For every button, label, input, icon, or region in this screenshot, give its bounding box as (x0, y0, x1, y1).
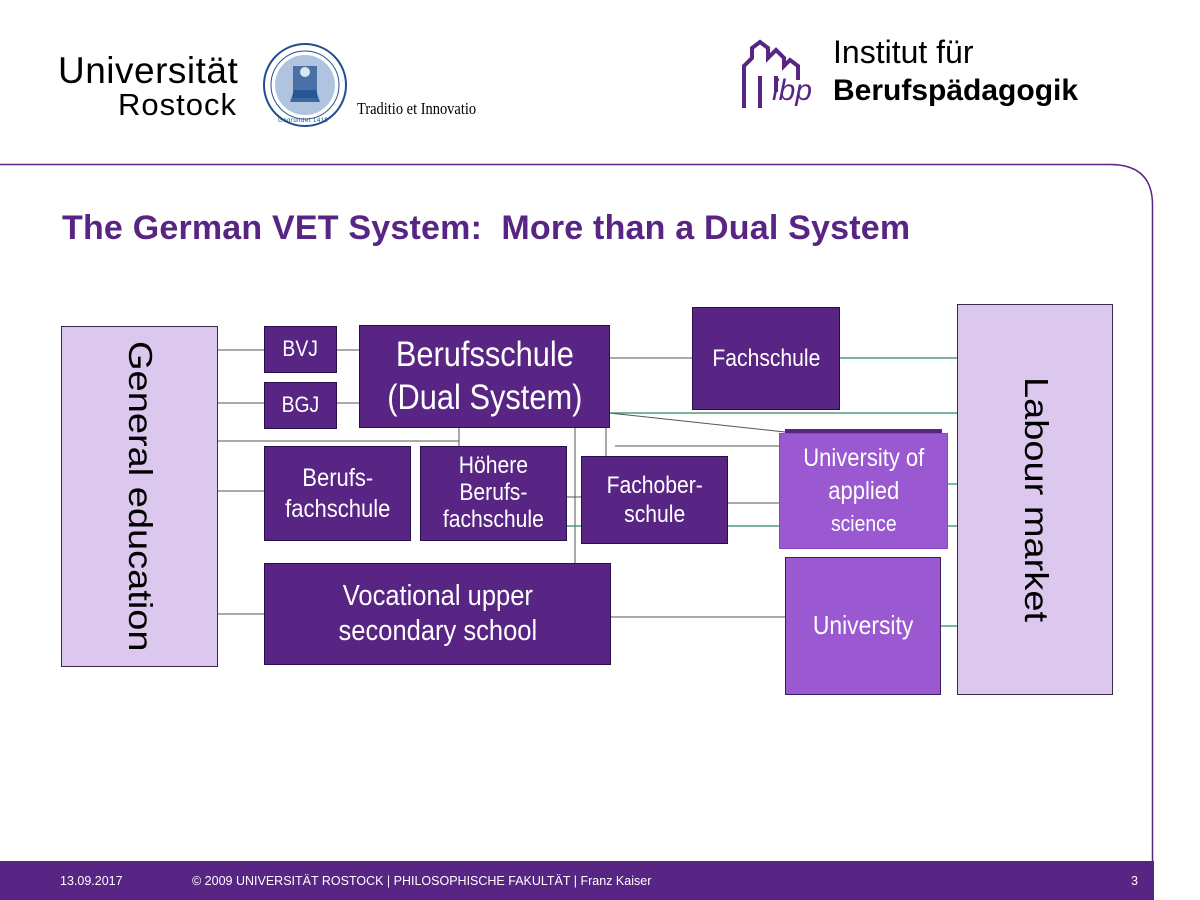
vocational-line1: Vocational upper (342, 579, 533, 612)
university-name-line1: Universität (58, 50, 239, 91)
footer-page-number: 3 (1131, 874, 1138, 888)
hoehere-berufsfachschule-label: Höhere Berufs- fachschule (443, 452, 544, 534)
berufsschule-line2: (Dual System) (386, 377, 583, 417)
university-applied-science-label: University of applied science (803, 442, 924, 540)
berufsschule-label: Berufsschule (Dual System) (387, 334, 582, 419)
uas-line1: University of (802, 444, 925, 473)
fachoberschule-line2: schule (623, 501, 686, 528)
bgj-label: BGJ (281, 392, 320, 418)
university-box: University (785, 557, 941, 695)
general-education-label: General education (121, 341, 159, 652)
university-applied-science-box: University of applied science (779, 433, 948, 549)
university-seal-icon (262, 42, 348, 128)
berufsfachschule-line1: Berufs- (302, 464, 373, 492)
general-education-box: General education (61, 326, 218, 667)
ibp-logo-icon (738, 36, 816, 114)
hoehere-line2: Berufs- (459, 479, 528, 507)
university-motto: Traditio et Innovatio (357, 99, 477, 118)
berufsfachschule-box: Berufs- fachschule (264, 446, 411, 541)
university-logo: Universität Rostock (58, 52, 238, 121)
slide-footer: 13.09.2017 © 2009 UNIVERSITÄT ROSTOCK | … (0, 861, 1154, 900)
berufsschule-box: Berufsschule (Dual System) (359, 325, 610, 428)
berufsschule-line1: Berufsschule (395, 334, 574, 374)
slide-title: The German VET System: More than a Dual … (62, 209, 911, 247)
university-label: University (812, 610, 914, 641)
berufsfachschule-line2: fachschule (284, 494, 391, 523)
uas-line3: science (830, 511, 897, 537)
seal-founding-text: Gegründet 1419 (278, 118, 329, 124)
fachoberschule-label: Fachober- schule (606, 471, 702, 530)
ibp-abbreviation: ibp (772, 74, 813, 107)
fachoberschule-box: Fachober- schule (581, 456, 728, 544)
university-name-line2: Rostock (118, 87, 237, 122)
berufsfachschule-label: Berufs- fachschule (285, 463, 390, 524)
footer-date: 13.09.2017 (60, 874, 123, 888)
footer-copyright: © 2009 UNIVERSITÄT ROSTOCK | PHILOSOPHIS… (192, 874, 652, 888)
bvj-box: BVJ (264, 326, 337, 373)
institute-name-line2: Berufspädagogik (833, 74, 1079, 107)
vocational-upper-secondary-label: Vocational upper secondary school (338, 579, 537, 650)
uas-line2: applied (828, 476, 899, 505)
hoehere-berufsfachschule-box: Höhere Berufs- fachschule (420, 446, 567, 541)
fachoberschule-line1: Fachober- (606, 471, 703, 499)
fachschule-label: Fachschule (711, 344, 820, 372)
labour-market-label: Labour market (1016, 376, 1054, 622)
hoehere-line3: fachschule (443, 505, 544, 533)
fachschule-box: Fachschule (692, 307, 840, 410)
labour-market-box: Labour market (957, 304, 1113, 695)
vocational-line2: secondary school (338, 615, 537, 647)
vocational-upper-secondary-box: Vocational upper secondary school (264, 563, 611, 665)
hoehere-line1: Höhere (458, 452, 529, 480)
institute-name-line1: Institut für (833, 34, 974, 70)
bvj-label: BVJ (282, 336, 319, 362)
bgj-box: BGJ (264, 382, 337, 429)
